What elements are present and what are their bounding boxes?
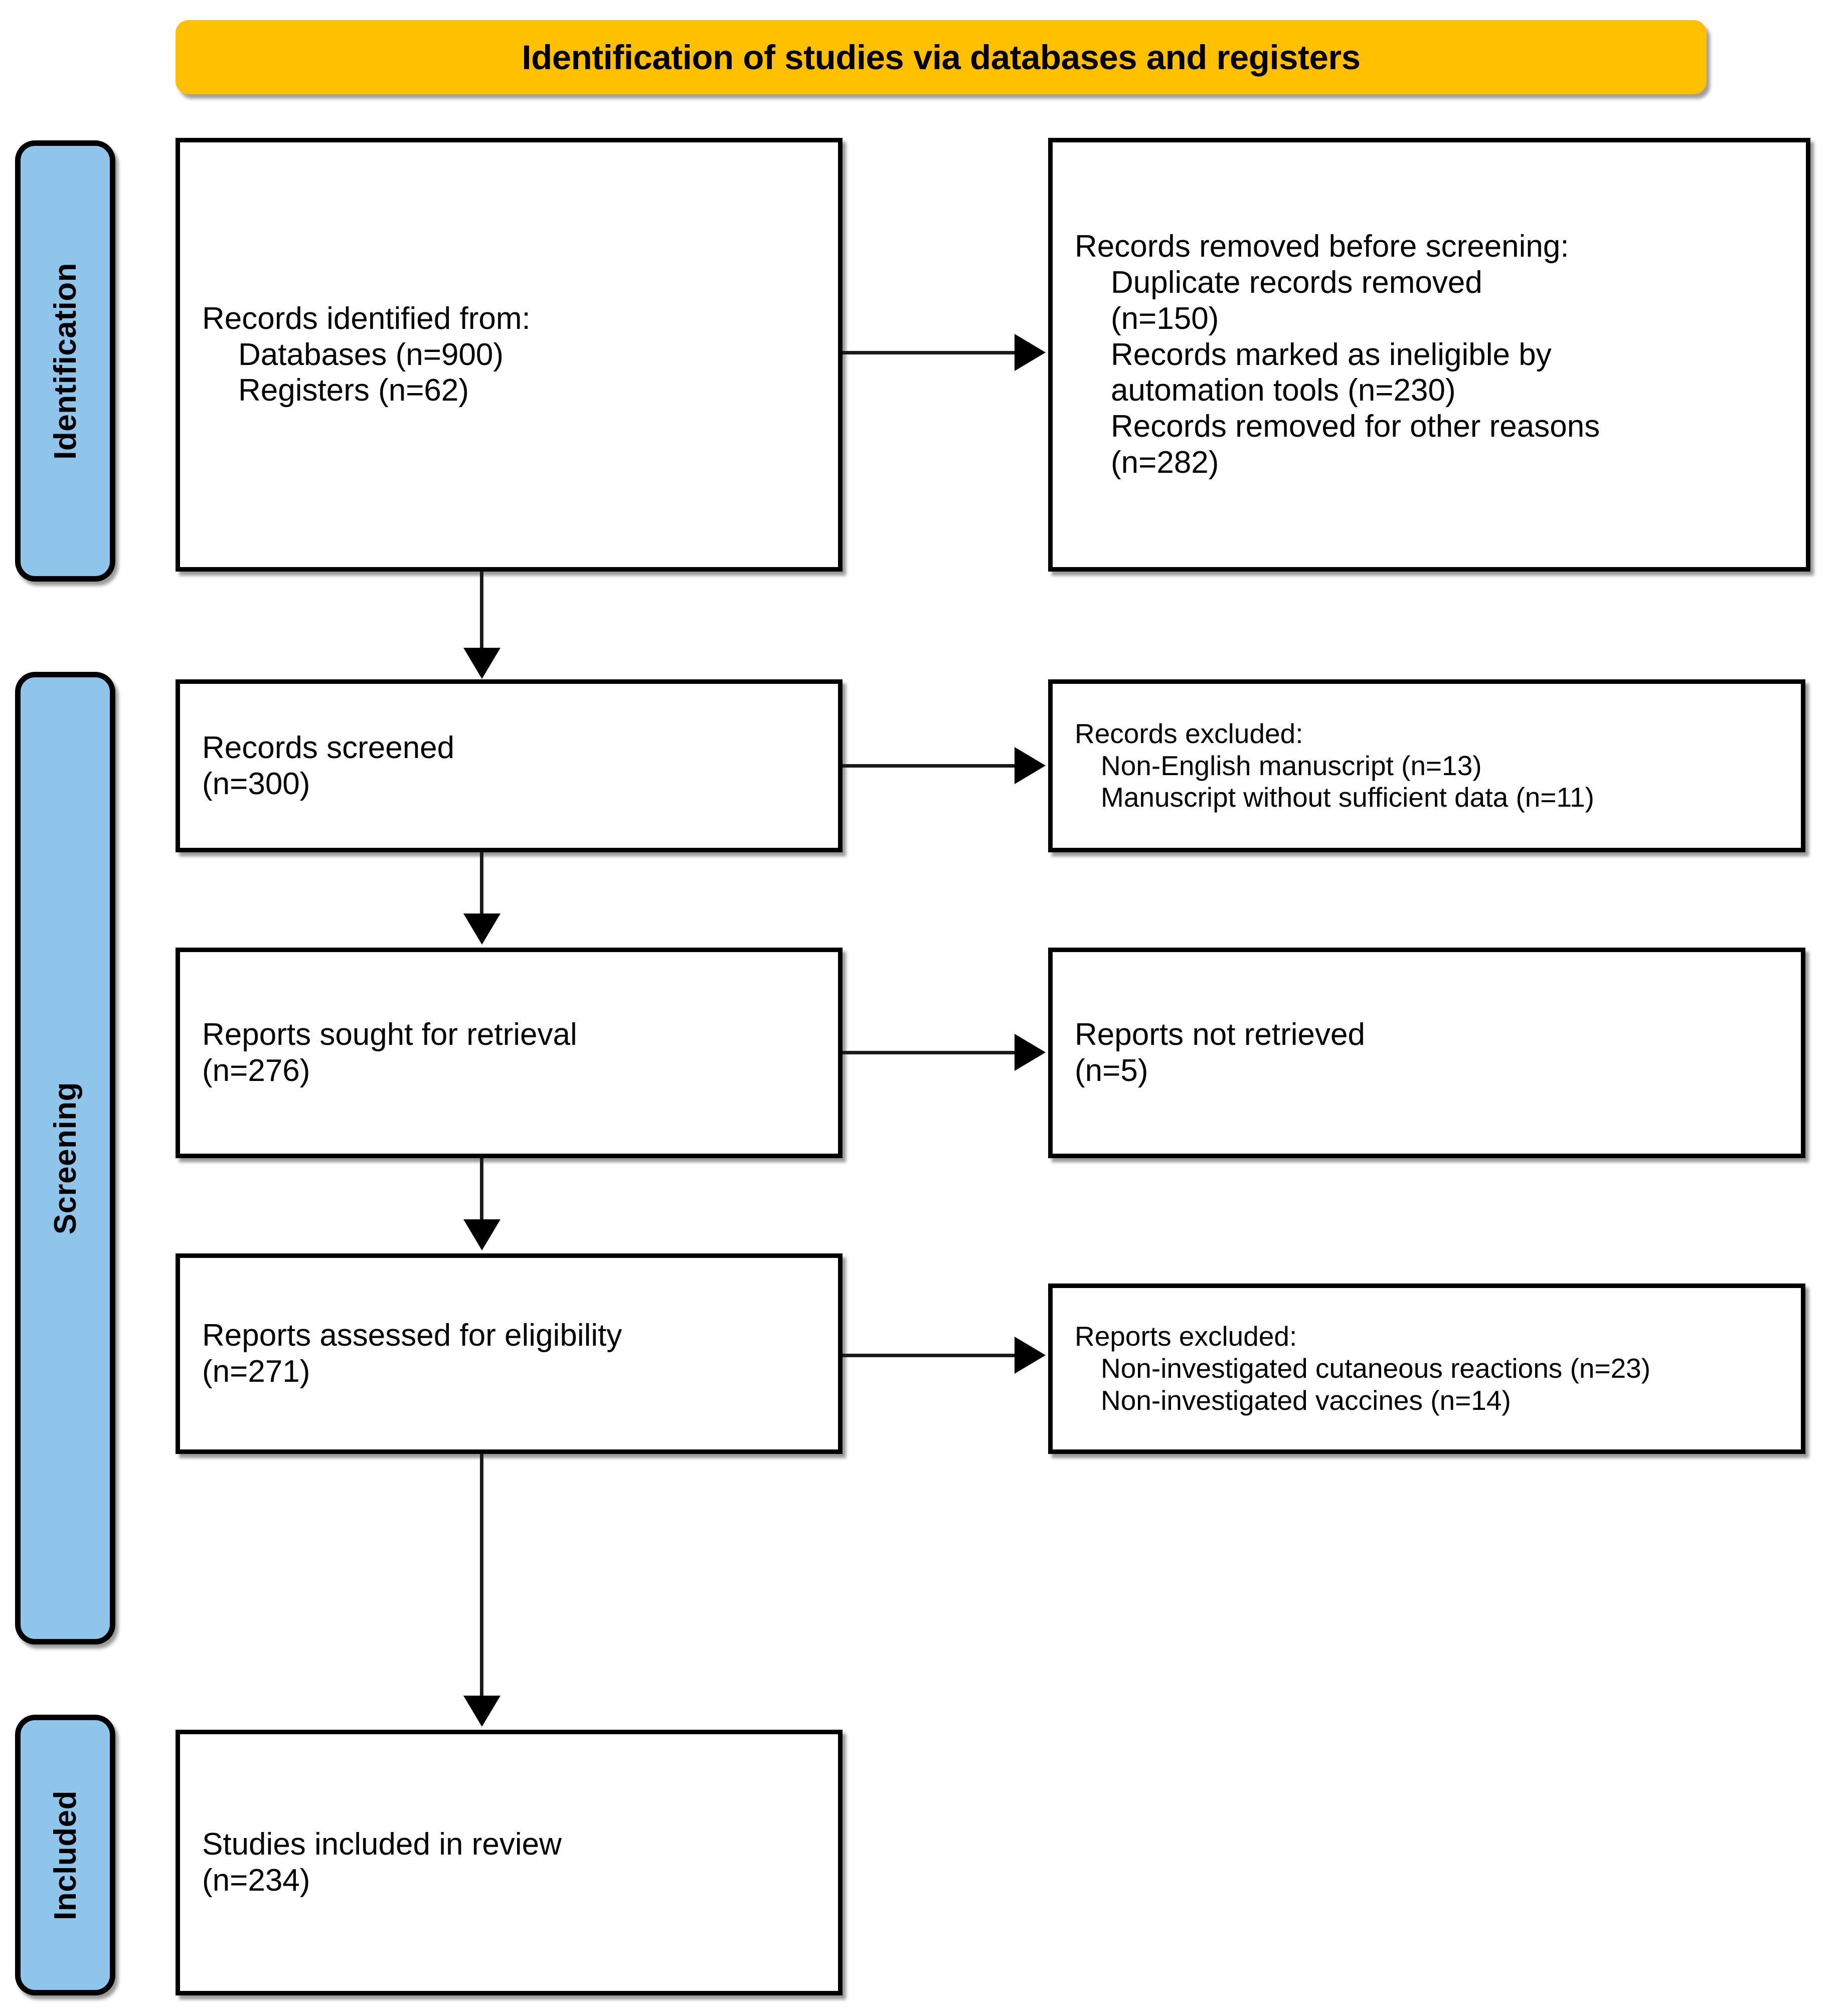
- box-reports-not-retrieved: Reports not retrieved (n=5): [1048, 948, 1805, 1158]
- box-records-excluded: Records excluded: Non-English manuscript…: [1048, 679, 1805, 852]
- page-title: Identification of studies via databases …: [522, 38, 1361, 77]
- records-removed-heading-plain: Records removed: [1075, 229, 1329, 264]
- records-removed-heading-italic: before screening: [1328, 229, 1561, 264]
- records-screened-count: (n=300): [202, 766, 310, 801]
- records-excluded-line-2: Manuscript without sufficient data (n=11…: [1101, 782, 1594, 813]
- reports-excluded-heading: Reports excluded:: [1075, 1321, 1297, 1352]
- box-studies-included: Studies included in review (n=234): [176, 1730, 843, 1995]
- records-removed-heading: Records removed before screening:: [1075, 229, 1784, 265]
- reports-assessed-label: Reports assessed for eligibility: [202, 1318, 622, 1353]
- records-identified-registers: Registers (n=62): [238, 373, 469, 408]
- reports-assessed-count: (n=271): [202, 1354, 310, 1389]
- diagram-header-banner: Identification of studies via databases …: [176, 20, 1707, 94]
- box-reports-sought: Reports sought for retrieval (n=276): [176, 948, 843, 1158]
- stage-tab-identification: Identification: [15, 140, 115, 582]
- box-reports-assessed: Reports assessed for eligibility (n=271): [176, 1253, 843, 1454]
- records-excluded-heading: Records excluded:: [1075, 717, 1303, 749]
- stage-tab-screening: Screening: [15, 672, 115, 1644]
- stage-tab-included-label: Included: [48, 1790, 83, 1920]
- records-removed-line-5: Records removed for other reasons: [1111, 409, 1600, 444]
- records-removed-line-4: automation tools (n=230): [1111, 373, 1456, 408]
- reports-excluded-line-1: Non-investigated cutaneous reactions (n=…: [1101, 1353, 1651, 1384]
- reports-excluded-line-2: Non-investigated vaccines (n=14): [1101, 1384, 1511, 1416]
- stage-tab-included: Included: [15, 1715, 115, 1995]
- reports-not-retrieved-label: Reports not retrieved: [1075, 1017, 1365, 1052]
- records-screened-label: Records screened: [202, 730, 455, 765]
- records-removed-line-1: Duplicate records removed: [1111, 265, 1482, 300]
- records-removed-line-6: (n=282): [1111, 445, 1219, 480]
- stage-tab-screening-label: Screening: [48, 1081, 83, 1235]
- box-records-identified: Records identified from: Databases (n=90…: [176, 138, 843, 572]
- box-records-screened: Records screened (n=300): [176, 679, 843, 852]
- reports-sought-label: Reports sought for retrieval: [202, 1017, 577, 1052]
- records-removed-line-3: Records marked as ineligible by: [1111, 337, 1552, 372]
- records-excluded-line-1: Non-English manuscript (n=13): [1101, 750, 1482, 781]
- records-identified-heading: Records identified from:: [202, 301, 531, 336]
- stage-tab-identification-label: Identification: [48, 262, 83, 460]
- studies-included-label: Studies included in review: [202, 1827, 562, 1862]
- reports-sought-count: (n=276): [202, 1053, 310, 1088]
- reports-not-retrieved-count: (n=5): [1075, 1053, 1148, 1088]
- records-removed-line-2: (n=150): [1111, 301, 1219, 336]
- studies-included-count: (n=234): [202, 1863, 310, 1898]
- box-records-removed-before-screening: Records removed before screening: Duplic…: [1048, 138, 1810, 572]
- records-removed-heading-tail: :: [1560, 229, 1569, 264]
- box-reports-excluded: Reports excluded: Non-investigated cutan…: [1048, 1284, 1805, 1454]
- records-identified-databases: Databases (n=900): [238, 337, 504, 372]
